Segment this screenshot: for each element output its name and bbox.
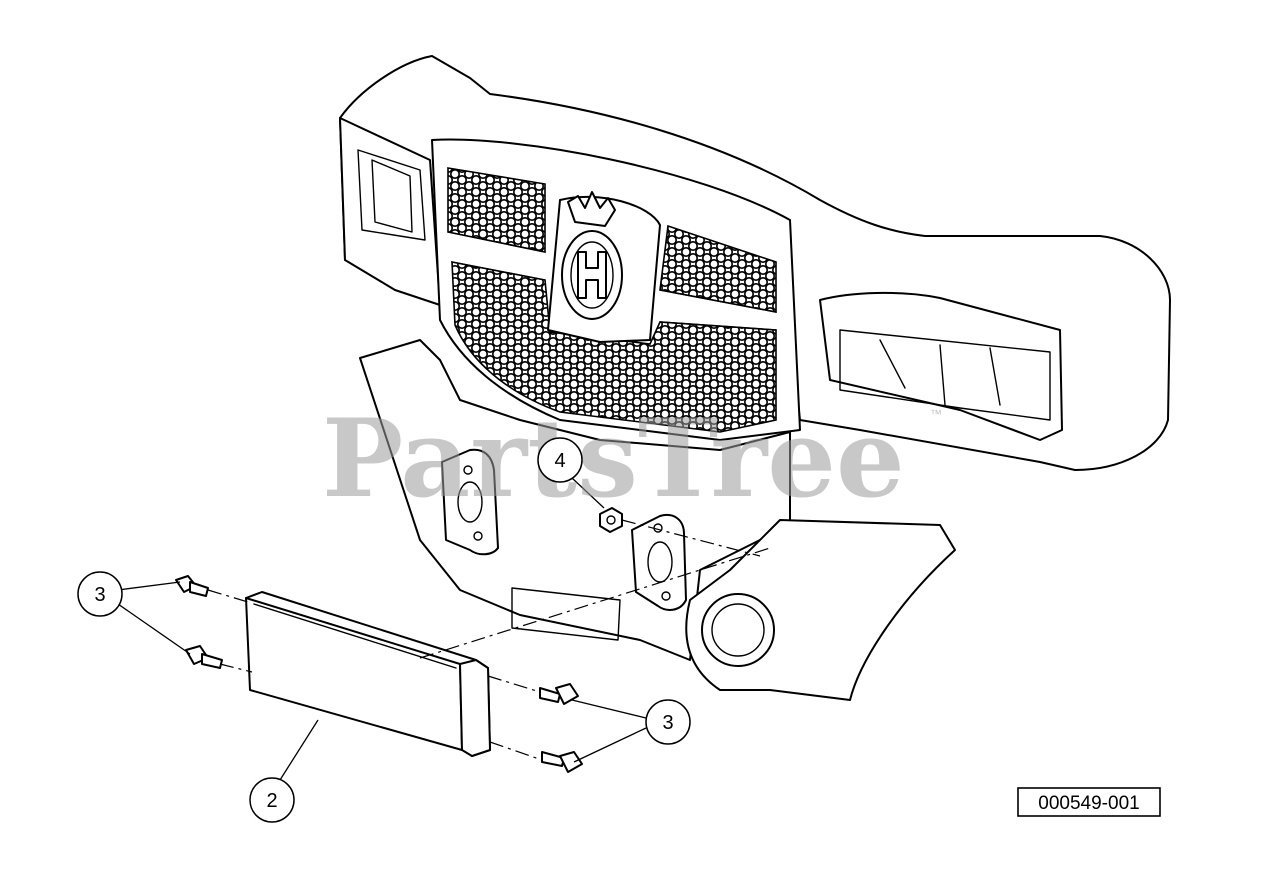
watermark-trademark: ™ bbox=[930, 407, 942, 421]
brand-logo bbox=[561, 191, 623, 320]
callout-3-left-label: 3 bbox=[94, 584, 105, 606]
hood-body bbox=[339, 55, 1171, 701]
reference-number-box: 000549-001 bbox=[1017, 787, 1161, 817]
screw-right-upper bbox=[539, 683, 579, 705]
callout-2-label: 2 bbox=[266, 790, 277, 812]
reference-number: 000549-001 bbox=[1038, 793, 1139, 814]
screw-bottom-left bbox=[185, 645, 223, 669]
callout-4: 4 bbox=[537, 437, 583, 483]
assembly-lines bbox=[207, 519, 771, 761]
leader-lines bbox=[117, 477, 647, 781]
callout-2: 2 bbox=[249, 777, 295, 823]
front-plate-part bbox=[245, 591, 491, 757]
callout-4-label: 4 bbox=[554, 450, 565, 472]
callout-3-right: 3 bbox=[645, 699, 691, 745]
screw-right-lower bbox=[541, 751, 583, 773]
watermark-text: PartsTree bbox=[322, 396, 905, 522]
screw-top-left bbox=[175, 575, 209, 597]
watermark: PartsTree ™ bbox=[322, 396, 942, 522]
nut-part bbox=[599, 507, 623, 533]
callout-3-right-label: 3 bbox=[662, 712, 673, 734]
callout-3-left: 3 bbox=[77, 571, 123, 617]
